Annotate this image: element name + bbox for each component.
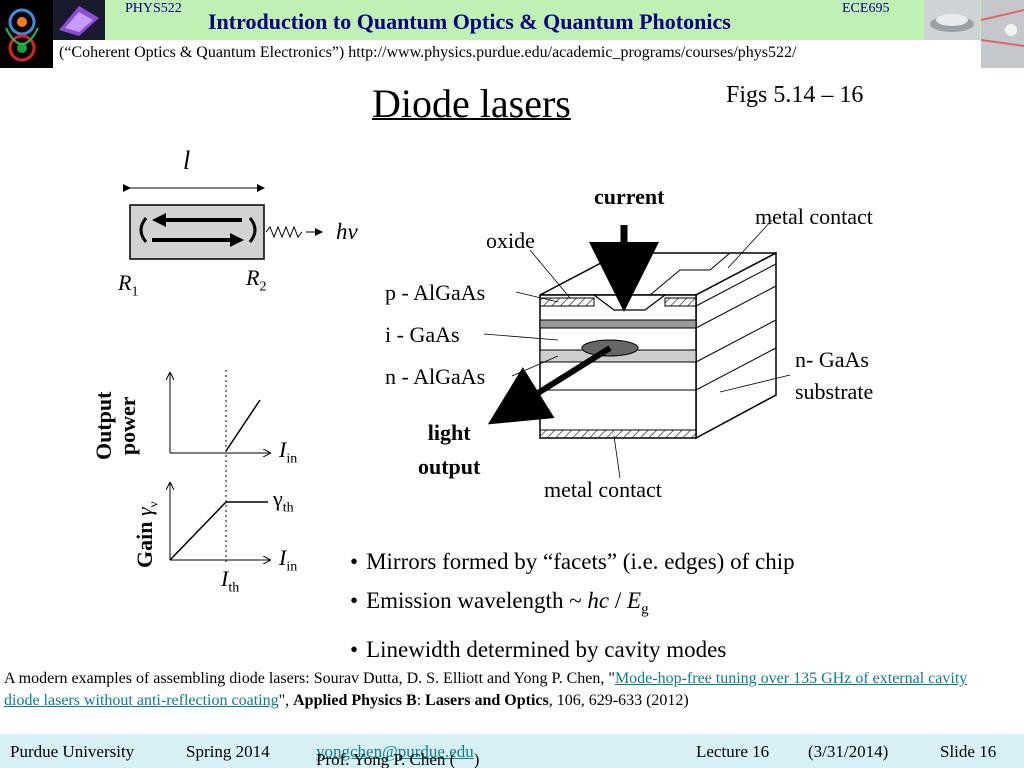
footer-lecture: Lecture 16 bbox=[696, 742, 770, 761]
footer-date: (3/31/2014) bbox=[808, 742, 889, 761]
paper-link[interactable]: Mode-hop-free tuning over 135 GHz of ext… bbox=[4, 670, 968, 709]
oxide-label: oxide bbox=[486, 228, 535, 253]
footer-bar: Purdue University Spring 2014 Prof. Yong… bbox=[0, 734, 1024, 768]
footer-slide-number: Slide 16 bbox=[940, 742, 997, 761]
header-bar: PHYS522 Introduction to Quantum Optics &… bbox=[0, 0, 1024, 68]
metal-contact-top-label: metal contact bbox=[755, 204, 873, 229]
email-link[interactable]: yongchen@purdue.edu bbox=[316, 742, 474, 761]
current-label: current bbox=[594, 184, 665, 209]
p-algaas-label: p - AlGaAs bbox=[385, 280, 486, 305]
slide-title: Diode lasers bbox=[372, 81, 571, 126]
photon-wave bbox=[265, 225, 303, 239]
output-power-curve bbox=[225, 399, 261, 452]
waveguide-image-icon bbox=[980, 0, 1024, 68]
course-subtitle: (“Coherent Optics & Quantum Electronics”… bbox=[59, 44, 797, 61]
cavity-diagram bbox=[123, 184, 323, 260]
threshold-plots bbox=[160, 370, 290, 565]
i-gaas-label: i - GaAs bbox=[385, 322, 460, 347]
subtitle-bar: (“Coherent Optics & Quantum Electronics”… bbox=[53, 40, 981, 68]
bullet-linewidth: Linewidth determined by cavity modes bbox=[350, 630, 795, 669]
footer-university: Purdue University bbox=[10, 742, 135, 761]
metal-contact-bottom-label: metal contact bbox=[544, 477, 662, 502]
gamma-th-label: γth bbox=[273, 486, 294, 516]
figure-reference: Figs 5.14 – 16 bbox=[726, 82, 864, 108]
gain-axis-label: Gain γν bbox=[132, 501, 161, 568]
course-code-right: ECE695 bbox=[842, 1, 890, 16]
n-algaas-label: n - AlGaAs bbox=[385, 364, 486, 389]
atom-logo-icon bbox=[0, 0, 53, 68]
key-points-list: Mirrors formed by “facets” (i.e. edges) … bbox=[350, 542, 795, 669]
photon-energy-label: hν bbox=[336, 219, 358, 244]
current-in-label-bottom: Iin bbox=[279, 545, 298, 575]
course-code-left: PHYS522 bbox=[125, 1, 182, 16]
gain-medium bbox=[129, 204, 265, 260]
gain-curve bbox=[169, 501, 268, 561]
threshold-current-label: Ith bbox=[221, 566, 240, 596]
presentation-title: Introduction to Quantum Optics & Quantum… bbox=[208, 9, 731, 34]
bullet-wavelength: Emission wavelength ~ hc / Eg bbox=[350, 581, 795, 630]
photonic-chip-icon bbox=[53, 0, 105, 40]
current-in-label-top: Iin bbox=[279, 437, 298, 467]
mirror-r1-label: R1 bbox=[118, 270, 139, 300]
reference-text: A modern examples of assembling diode la… bbox=[4, 670, 968, 709]
footer-instructor: Prof. Yong P. Chen (yongchen@purdue.edu) bbox=[316, 742, 480, 768]
microdisk-image-icon bbox=[924, 0, 980, 40]
bullet-mirrors: Mirrors formed by “facets” (i.e. edges) … bbox=[350, 542, 795, 581]
diode-structure-diagram bbox=[483, 219, 791, 479]
footer-term: Spring 2014 bbox=[186, 742, 270, 761]
cavity-length-label: l bbox=[183, 146, 191, 175]
light-output-arrow bbox=[487, 345, 612, 425]
mirror-r2-label: R2 bbox=[246, 265, 267, 295]
